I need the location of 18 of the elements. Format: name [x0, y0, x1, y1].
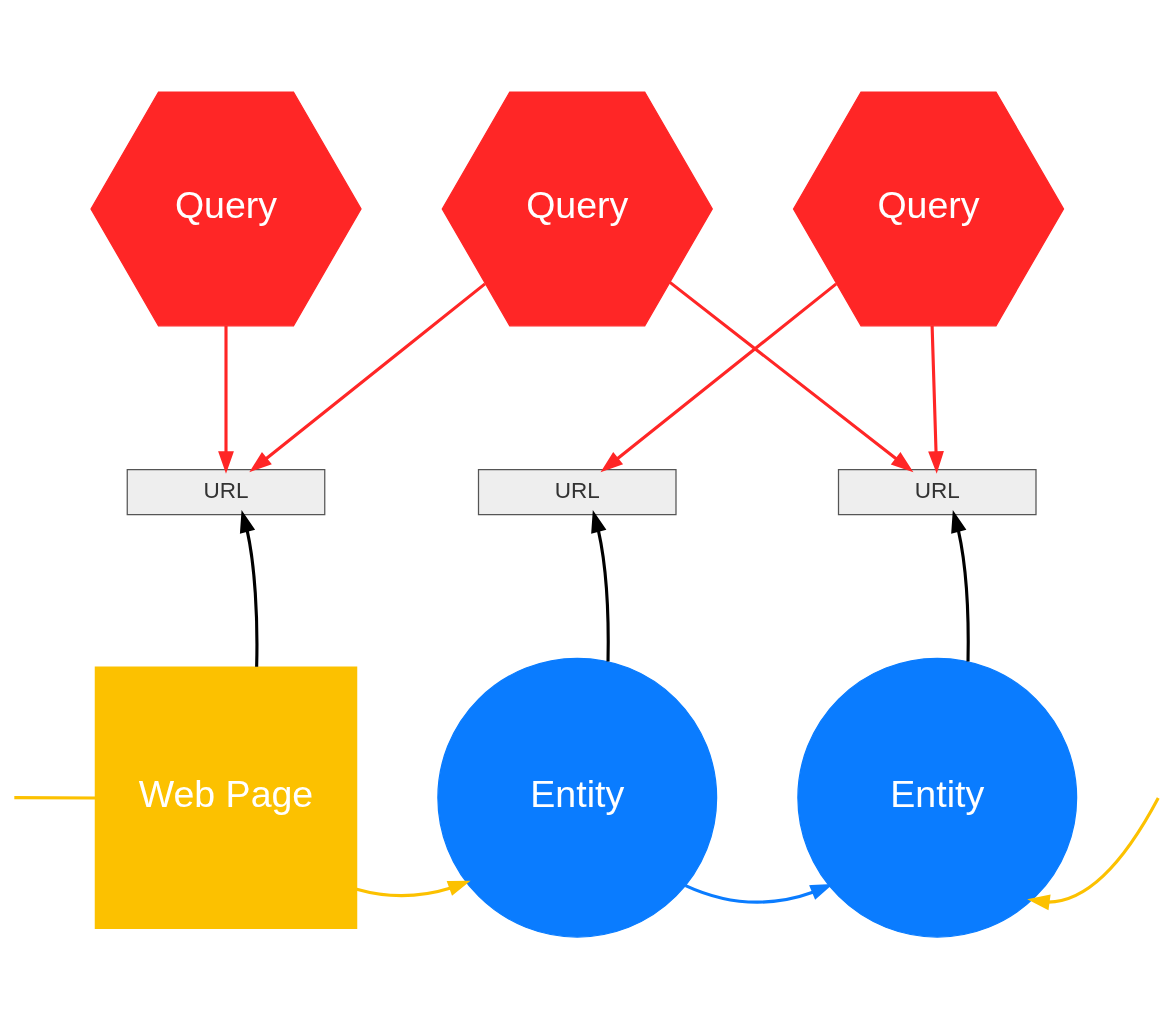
arrow: [591, 509, 610, 662]
connector: [14, 795, 96, 799]
node-box: Web Page: [94, 665, 358, 929]
arrow: [669, 280, 914, 472]
node-circle: Entity: [797, 657, 1078, 938]
arrow: [951, 509, 970, 662]
arrow: [928, 325, 944, 474]
arrow: [684, 883, 833, 904]
arrow: [218, 325, 234, 474]
arrow: [1027, 796, 1160, 910]
arrow: [239, 509, 259, 667]
node-box: URL: [477, 468, 677, 515]
arrow: [356, 880, 471, 897]
node-box: URL: [126, 468, 326, 515]
node-box: URL: [837, 468, 1037, 515]
arrow: [249, 282, 486, 472]
arrow: [600, 282, 838, 472]
node-circle: Entity: [437, 657, 718, 938]
